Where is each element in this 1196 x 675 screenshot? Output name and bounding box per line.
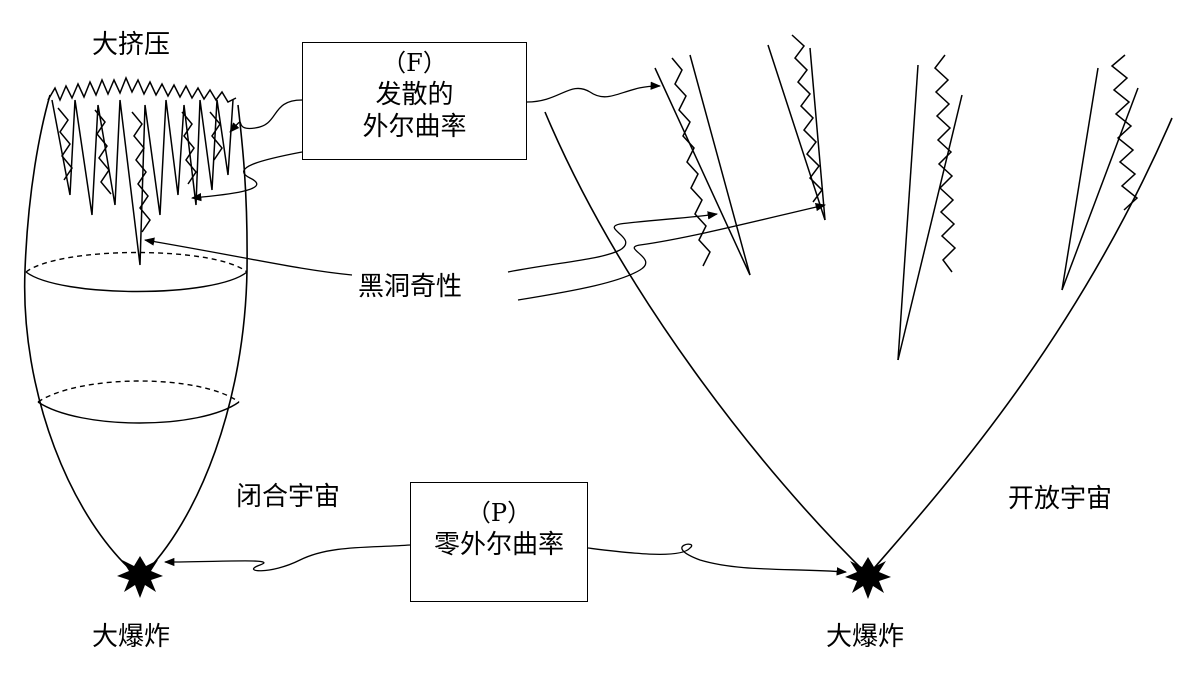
box-f-line1: 发散的 <box>375 80 454 110</box>
black-hole-singularity-label: 黑洞奇性 <box>358 272 463 302</box>
big-crunch-label: 大挤压 <box>92 30 171 60</box>
box-f-code: （F） <box>382 49 447 77</box>
box-p-code: （P） <box>466 499 532 527</box>
big-bang-label-left: 大爆炸 <box>92 622 171 652</box>
big-bang-burst-right <box>845 557 891 599</box>
box-p-line1: 零外尔曲率 <box>433 530 564 560</box>
big-bang-label-right: 大爆炸 <box>826 622 905 652</box>
big-bang-burst-left <box>117 556 163 598</box>
open-universe-label: 开放宇宙 <box>1008 484 1113 514</box>
divergent-weyl-curvature-box: （F） 发散的 外尔曲率 <box>302 42 527 160</box>
closed-universe-shape <box>23 94 248 579</box>
closed-universe-slices <box>25 251 248 424</box>
box-f-line2: 外尔曲率 <box>362 112 467 142</box>
zero-weyl-curvature-box: （P） 零外尔曲率 <box>410 482 588 602</box>
black-hole-spikes <box>654 34 1139 361</box>
connector-arrows <box>143 81 848 576</box>
closed-universe-label: 闭合宇宙 <box>236 482 341 512</box>
big-crunch-singularity <box>47 76 237 266</box>
